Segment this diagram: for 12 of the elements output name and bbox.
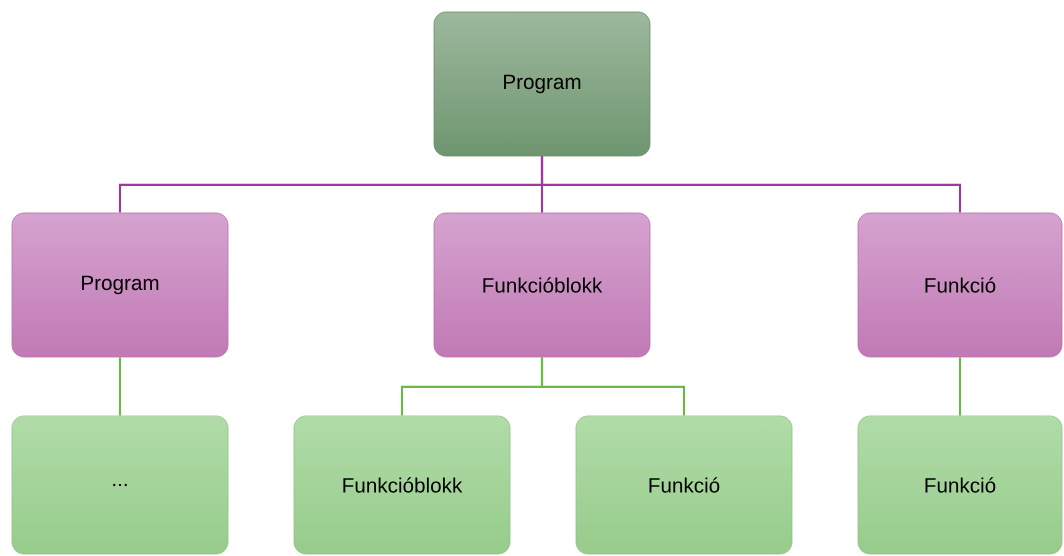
org-box: Funkció [857,212,1063,358]
org-box: Program [11,212,229,358]
connector-line [540,156,962,213]
org-box: Funkcióblokk [433,212,651,358]
connector-line [540,357,686,416]
org-box: Funkció [857,415,1063,555]
org-box: Funkcióblokk [293,415,511,555]
connector-line [118,357,122,416]
org-box: Funkció [575,415,793,555]
connector-line [958,357,962,416]
org-box: ... [11,415,229,555]
org-box: Program [433,11,651,157]
